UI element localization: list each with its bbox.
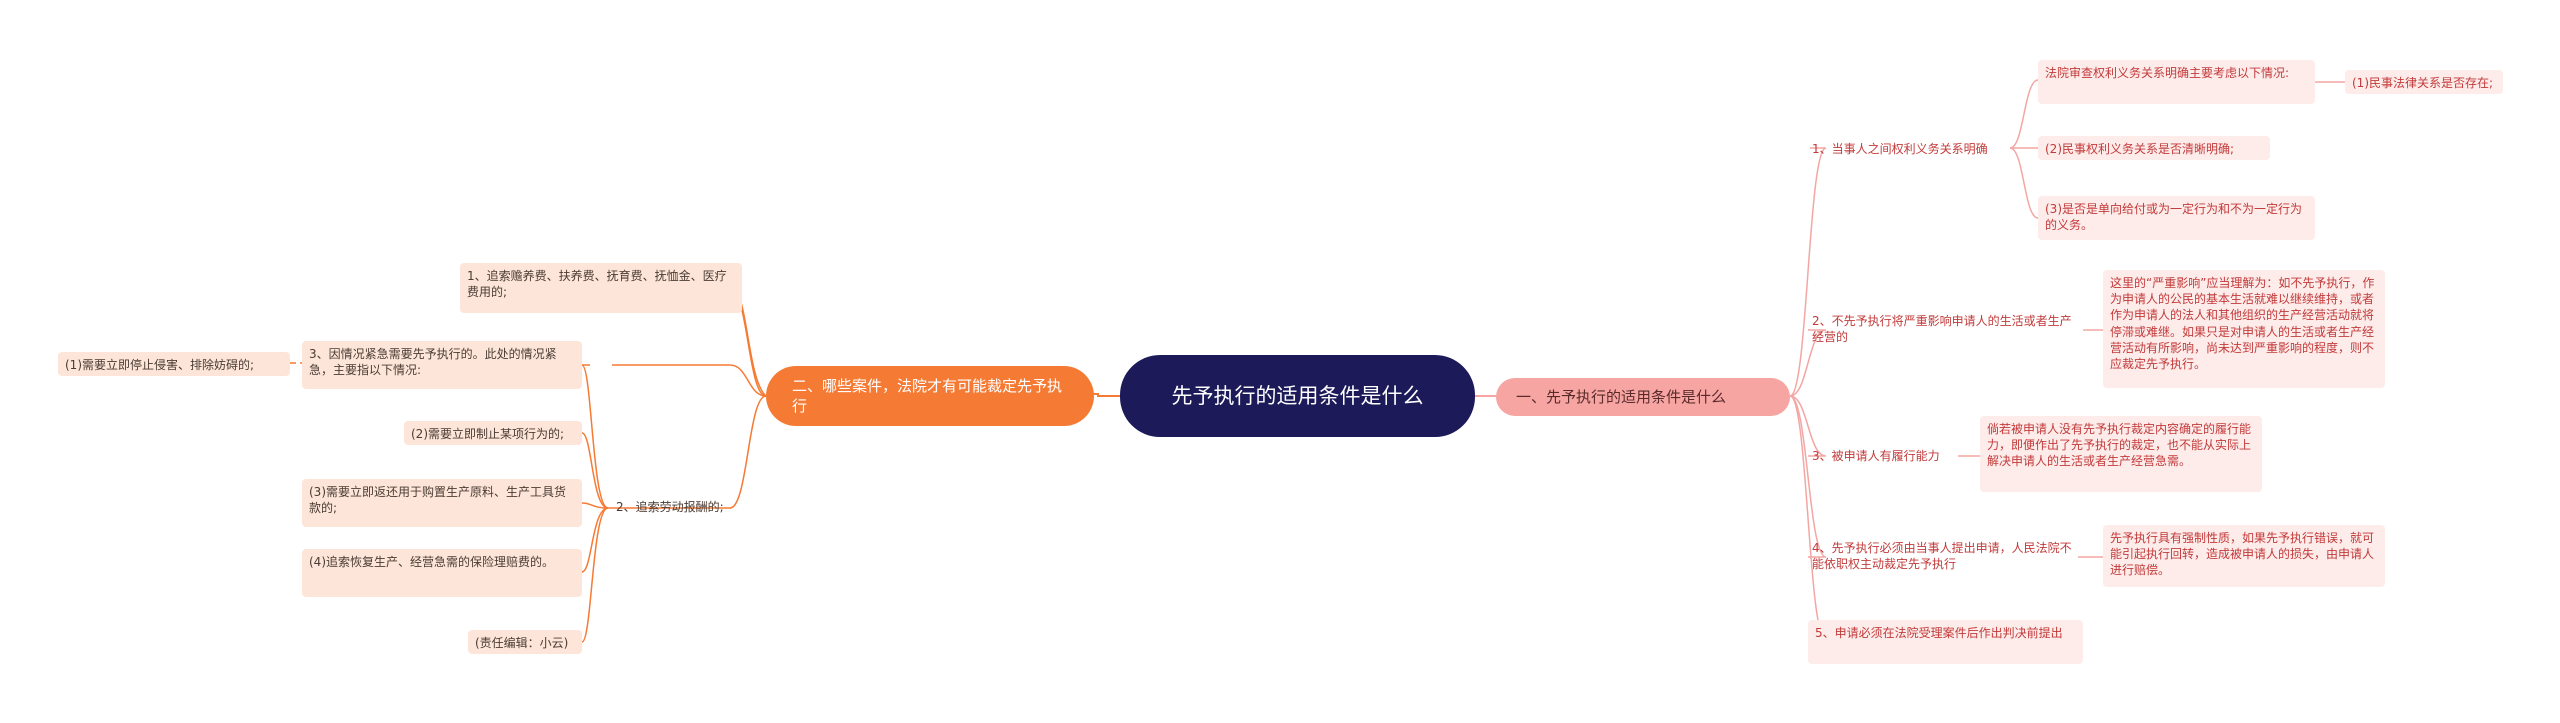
left-main-label: 二、哪些案件，法院才有可能裁定先予执行 bbox=[792, 376, 1063, 415]
right-item-c4a[interactable]: 先予执行具有强制性质，如果先予执行错误，就可能引起执行回转，造成被申请人的损失，… bbox=[2103, 525, 2385, 587]
left-item-urgent[interactable]: 3、因情况紧急需要先予执行的。此处的情况紧急，主要指以下情况: bbox=[302, 341, 582, 389]
left-item-labor-3[interactable]: (3)需要立即返还用于购置生产原料、生产工具货款的; bbox=[302, 479, 582, 527]
right-item-c1c[interactable]: (3)是否是单向给付或为一定行为和不为一定行为的义务。 bbox=[2038, 196, 2315, 240]
right-main-label: 一、先予执行的适用条件是什么 bbox=[1516, 387, 1727, 406]
right-item-c2[interactable]: 2、不先予执行将严重影响申请人的生活或者生产经营的 bbox=[1812, 314, 2072, 345]
right-item-c4[interactable]: 4、先予执行必须由当事人提出申请，人民法院不能依职权主动裁定先予执行 bbox=[1812, 541, 2072, 572]
left-item-labor[interactable]: 2、追索劳动报酬的; bbox=[616, 500, 724, 514]
right-item-c5[interactable]: 5、申请必须在法院受理案件后作出判决前提出 bbox=[1808, 620, 2083, 664]
right-item-c1a[interactable]: 法院审查权利义务关系明确主要考虑以下情况: bbox=[2038, 60, 2315, 104]
root-node[interactable]: 先予执行的适用条件是什么 bbox=[1120, 355, 1475, 437]
right-item-c3a[interactable]: 倘若被申请人没有先予执行裁定内容确定的履行能力，即便作出了先予执行的裁定，也不能… bbox=[1980, 416, 2262, 492]
right-main-node[interactable]: 一、先予执行的适用条件是什么 bbox=[1496, 378, 1790, 416]
right-item-c1[interactable]: 1、当事人之间权利义务关系明确 bbox=[1812, 142, 1988, 156]
right-item-c1b[interactable]: (2)民事权利义务关系是否清晰明确; bbox=[2038, 136, 2270, 160]
left-main-node[interactable]: 二、哪些案件，法院才有可能裁定先予执行 bbox=[766, 366, 1094, 426]
root-label: 先予执行的适用条件是什么 bbox=[1171, 383, 1424, 408]
right-item-c3[interactable]: 3、被申请人有履行能力 bbox=[1812, 449, 1940, 463]
left-item-labor-4[interactable]: (4)追索恢复生产、经营急需的保险理赔费的。 bbox=[302, 549, 582, 597]
left-item-editor[interactable]: (责任编辑：小云) bbox=[468, 630, 582, 654]
left-item-labor-2[interactable]: (2)需要立即制止某项行为的; bbox=[404, 421, 582, 445]
right-item-c1a1[interactable]: (1)民事法律关系是否存在; bbox=[2345, 70, 2503, 94]
right-item-c2a[interactable]: 这里的“严重影响”应当理解为：如不先予执行，作为申请人的公民的基本生活就难以继续… bbox=[2103, 270, 2385, 388]
left-item-urgent-1[interactable]: (1)需要立即停止侵害、排除妨碍的; bbox=[58, 352, 290, 376]
left-item-alimony[interactable]: 1、追索赡养费、扶养费、抚育费、抚恤金、医疗费用的; bbox=[460, 263, 742, 313]
